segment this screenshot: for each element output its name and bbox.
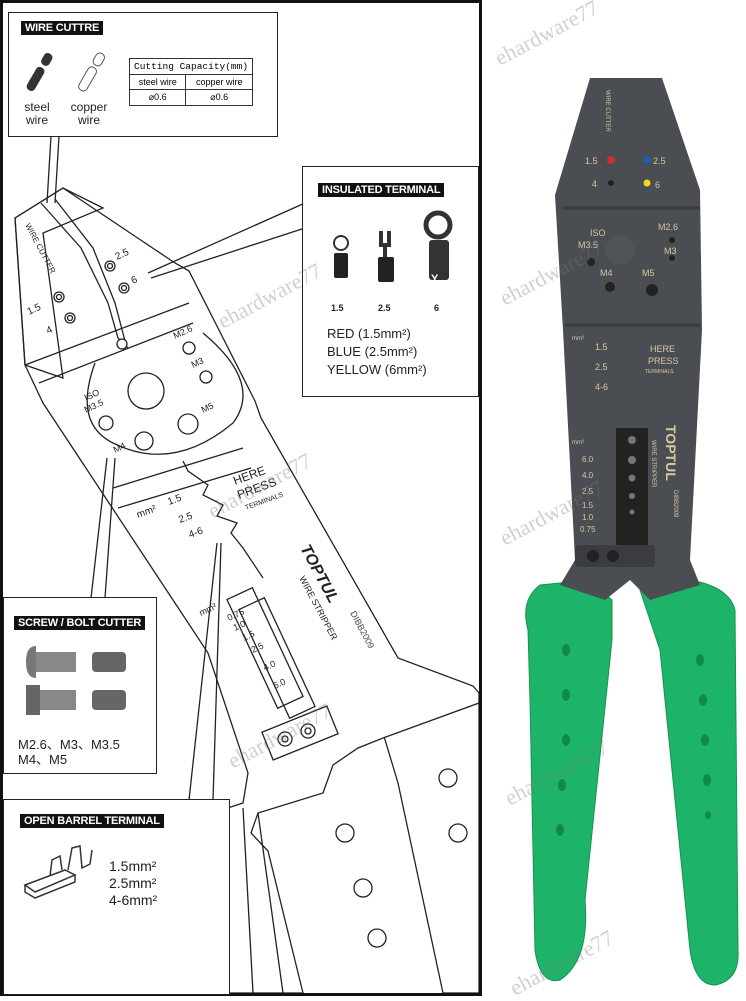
legend-red: RED (1.5mm²) [327, 326, 411, 341]
photo-unit: mm² [572, 440, 584, 446]
photo-press: PRESS [648, 356, 679, 366]
photo-strip-size: 1.5 [582, 501, 594, 510]
strip-size: 1.0 [232, 618, 248, 632]
photo-crimp-label: 6 [655, 180, 660, 190]
photo-strip-size: 6.0 [582, 455, 594, 464]
open-barrel-label: OPEN BARREL TERMINAL [20, 814, 164, 828]
insulated-terminal-label: INSULATED TERMINAL [318, 183, 445, 197]
strip-size: 1.5 [241, 628, 257, 642]
photo-strip-size: 4.0 [582, 471, 594, 480]
strip-size: 6.0 [272, 676, 288, 690]
table-header: steel wire [128, 74, 187, 90]
open-barrel-sizes: 1.5mm² 2.5mm² 4-6mm² [109, 858, 157, 909]
table-header: copper wire [185, 74, 254, 90]
photo-crimp-label: 4 [592, 179, 597, 189]
photo-crimp-label: 1.5 [585, 156, 598, 166]
terminal-icons [333, 210, 453, 282]
hole-label: M5 [200, 400, 216, 414]
size-item: 2.5mm² [109, 875, 157, 891]
wire-icon [26, 52, 106, 92]
photo-brand: TOPTUL [663, 425, 679, 481]
crimp-label: 1.5 [26, 302, 44, 318]
photo-here: HERE [650, 344, 675, 354]
terminal-letter: B [377, 281, 385, 293]
size-item: 4-6mm² [109, 892, 158, 908]
legend-blue: BLUE (2.5mm²) [327, 344, 418, 359]
press-size: 4-6 [187, 525, 205, 540]
plier-photo: WIRE CUTTER 1.5 2.5 4 6 ISO M3.5 M4 M5 M… [525, 78, 739, 986]
strip-size: 2.5 [250, 640, 266, 654]
terminal-size: 6 [434, 303, 440, 313]
terminal-legend: RED (1.5mm²) BLUE (2.5mm²) YELLOW (6mm²) [327, 325, 427, 379]
photo-hole-label: M5 [642, 268, 655, 278]
photo-unit: mm² [572, 336, 584, 342]
photo-terminals: TERMINALS [645, 369, 674, 375]
photo-crimp-label: 2.5 [653, 156, 666, 166]
wire-cutter-callout: WIRE CUTTRE steel wire copper wire Cutti… [8, 12, 278, 137]
steel-wire-label: steel wire [24, 100, 50, 127]
photo-press-size: 1.5 [595, 342, 608, 352]
screw-bolt-cutter-callout: SCREW / BOLT CUTTER M2.6、M3、M3.5 M4、M5 [3, 597, 157, 774]
plier-line-drawing: WIRE CUTTER 2.5 6 1.5 4 ISO M3.5 M4 M5 M… [14, 135, 479, 993]
terminal-size: 1.5 [331, 303, 344, 313]
photo-strip-size: 2.5 [582, 487, 594, 496]
photo-hole-label: M4 [600, 268, 613, 278]
photo-press-size: 2.5 [595, 362, 608, 372]
terminal-size: 2.5 [378, 303, 391, 313]
table-cell: ⌀0.6 [128, 89, 187, 106]
press-size: 2.5 [177, 511, 194, 526]
hole-label: M4 [112, 440, 128, 454]
table-cell: ⌀0.6 [185, 89, 254, 106]
photo-press-size: 4-6 [595, 382, 608, 392]
terminal-letter: Y [431, 273, 439, 285]
legend-yellow: YELLOW (6mm²) [327, 362, 427, 377]
photo-hole-label: M3.5 [578, 240, 598, 250]
photo-wire-cutter-text: WIRE CUTTER [604, 90, 610, 132]
diagram-panel: WIRE CUTTER 2.5 6 1.5 4 ISO M3.5 M4 M5 M… [0, 0, 482, 996]
insulated-terminal-callout: INSULATED TERMINAL R B Y 1.5 2.5 6 RED (… [302, 166, 479, 397]
size-item: 1.5mm² [109, 858, 157, 874]
photo-hole-label: M2.6 [658, 222, 678, 232]
photo-hole-label: ISO [590, 228, 606, 238]
screw-cutter-label: SCREW / BOLT CUTTER [14, 616, 146, 630]
press-size: 1.5 [166, 493, 183, 508]
wire-cutter-label: WIRE CUTTRE [21, 21, 104, 35]
photo-hole-label: M3 [664, 246, 677, 256]
strip-size: 4.0 [262, 658, 278, 672]
copper-wire-label: copper wire [70, 100, 108, 127]
photo-model: DIBB2009 [672, 490, 678, 518]
crimp-label: 4 [45, 324, 55, 337]
terminal-letter: R [331, 277, 339, 289]
open-barrel-terminal-icon [23, 845, 93, 899]
screw-sizes: M2.6、M3、M3.5 [18, 737, 120, 752]
screw-icons [26, 646, 126, 715]
photo-strip-size: 1.0 [582, 513, 594, 522]
screw-sizes: M4、M5 [18, 752, 68, 767]
photo-strip-size: 0.75 [580, 525, 596, 534]
hole-label: M3 [190, 355, 206, 369]
table-title: Cutting Capacity(mm) [128, 58, 254, 75]
crimp-label: 2.5 [114, 247, 132, 263]
crimp-label: 6 [130, 274, 140, 287]
open-barrel-terminal-callout: OPEN BARREL TERMINAL 1.5mm² 2.5mm² 4-6mm… [3, 799, 230, 995]
photo-wire-stripper: WIRE STRIPPER [650, 440, 656, 488]
